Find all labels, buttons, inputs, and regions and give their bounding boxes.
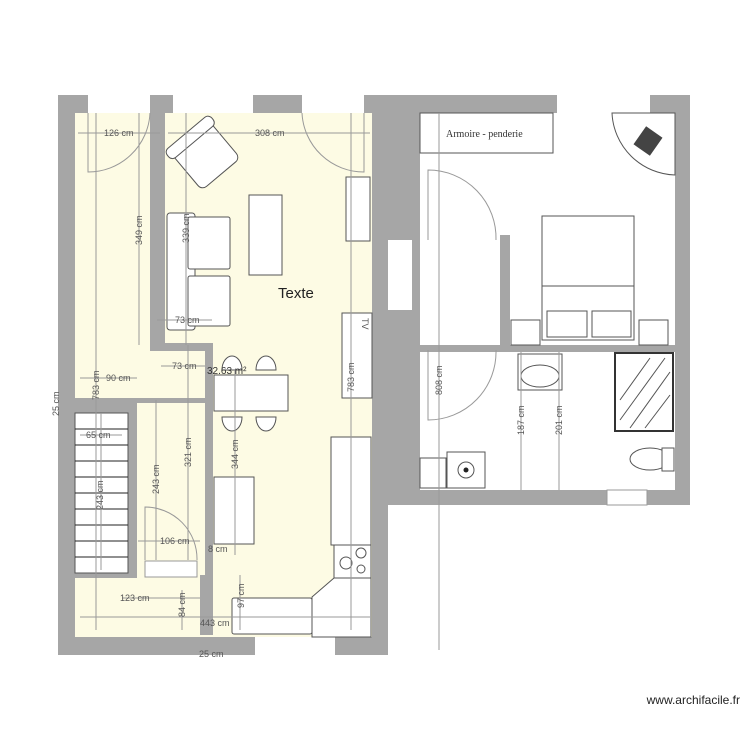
dim-label: 201 cm: [554, 405, 564, 435]
dim-label: 73 cm: [172, 361, 197, 371]
window: [557, 95, 650, 113]
coffee-table[interactable]: [248, 194, 283, 276]
wardrobe-label: Armoire - penderie: [446, 129, 523, 140]
chair[interactable]: [255, 416, 277, 432]
window: [255, 637, 335, 655]
tv-stand[interactable]: [341, 312, 373, 399]
door-swing[interactable]: [144, 506, 198, 561]
dim-label: 8 cm: [208, 544, 228, 554]
window: [606, 489, 648, 506]
dim-label: 126 cm: [104, 128, 134, 138]
dim-label: 25 cm: [199, 649, 224, 659]
window: [88, 95, 150, 113]
watermark: www.archifacile.fr: [646, 693, 740, 707]
cabinet[interactable]: [345, 176, 371, 242]
sink[interactable]: [231, 597, 313, 635]
sofa[interactable]: [166, 212, 231, 331]
door-swing[interactable]: [87, 112, 151, 173]
area-label: 32.63 m²: [207, 366, 247, 377]
nightstand: [510, 319, 541, 346]
dim-label: 97 cm: [236, 583, 246, 608]
chair[interactable]: [255, 355, 277, 371]
dim-label: 65 cm: [86, 430, 111, 440]
laptop-icon: [633, 126, 663, 156]
dim-label: 344 cm: [230, 439, 240, 469]
bed[interactable]: [541, 215, 635, 341]
dim-label: 339 cm: [181, 213, 191, 243]
dim-label: 25 cm: [51, 391, 61, 416]
dimension-lines: [78, 113, 560, 650]
door-swing[interactable]: [427, 169, 497, 241]
dim-label: 84 cm: [177, 592, 187, 617]
shower[interactable]: [614, 352, 674, 432]
dim-label: 123 cm: [120, 593, 150, 603]
tv-label: TV: [360, 318, 370, 330]
wardrobe[interactable]: [419, 112, 554, 154]
chair[interactable]: [221, 416, 243, 432]
dim-label: 783 cm: [346, 362, 356, 392]
dim-label: 308 cm: [255, 128, 285, 138]
dim-label: 443 cm: [200, 618, 230, 628]
dining-table[interactable]: [213, 374, 289, 412]
armchair[interactable]: [164, 114, 243, 193]
window: [302, 95, 364, 113]
window: [173, 95, 253, 113]
nightstand: [638, 319, 669, 346]
dim-label: 243 cm: [151, 464, 161, 494]
dim-label: 90 cm: [106, 373, 131, 383]
dim-label: 321 cm: [183, 437, 193, 467]
dim-label: 187 cm: [516, 405, 526, 435]
chair[interactable]: [221, 355, 243, 371]
dim-label: 106 cm: [160, 536, 190, 546]
dim-label: 349 cm: [134, 215, 144, 245]
door-threshold: [144, 560, 198, 578]
door-swing[interactable]: [301, 112, 365, 173]
door-swing[interactable]: [427, 349, 497, 421]
room-label: Texte: [278, 285, 314, 302]
dim-label: 808 cm: [434, 365, 444, 395]
dim-label: 73 cm: [175, 315, 200, 325]
dim-label: 783 cm: [91, 370, 101, 400]
dim-label: 243 cm: [95, 480, 105, 510]
fridge[interactable]: [213, 476, 255, 545]
